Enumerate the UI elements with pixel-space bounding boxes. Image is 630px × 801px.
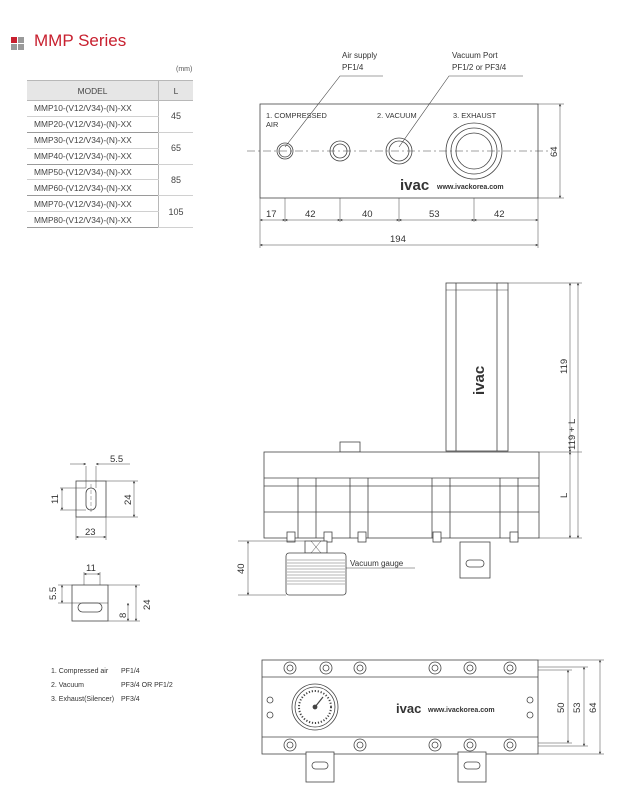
dim-5-5: 5.5: [110, 454, 123, 465]
length-cell: 65: [158, 132, 193, 165]
port-notes: 1. Compressed air PF1/4 2. Vacuum PF3/4 OR…: [51, 665, 173, 707]
mount-bracket: [457, 751, 487, 783]
length-cell: 45: [158, 100, 193, 133]
brand-logo: ivac: [400, 177, 429, 194]
page-title: MMP Series: [34, 31, 127, 50]
top-body: [261, 659, 539, 755]
table-row: MMP50-(V12/V34)-(N)-XX 85: [27, 164, 193, 197]
dim-5-5-side: 5.5: [48, 587, 59, 600]
length-cell: 105: [158, 195, 193, 229]
dim-l: L: [559, 493, 570, 498]
note-value: PF1/4: [121, 668, 140, 675]
top-brand-logo: ivac: [396, 701, 421, 716]
bullet-square-red: [11, 37, 17, 43]
model-cell: MMP80-(V12/V34)-(N)-XX: [27, 211, 159, 229]
dim-8: 8: [118, 613, 129, 618]
dim-53: 53: [429, 209, 440, 220]
port-label-compressed: 1. COMPRESSED: [266, 111, 327, 120]
model-cell: MMP20-(V12/V34)-(N)-XX: [27, 116, 159, 133]
model-cell: MMP60-(V12/V34)-(N)-XX: [27, 179, 159, 197]
model-cell: MMP50-(V12/V34)-(N)-XX: [27, 164, 159, 181]
table-row: MMP70-(V12/V34)-(N)-XX 105: [27, 195, 193, 229]
dim-119-plus-l: 119 + L: [567, 419, 578, 450]
bottom-bolt-row: [283, 738, 517, 752]
dim-119: 119: [559, 359, 570, 374]
bullet-square-grey: [11, 44, 17, 50]
dim-24-side: 24: [142, 599, 153, 610]
vacuum-port: [385, 137, 413, 165]
vacuum-port-callout: Vacuum Port: [452, 51, 498, 60]
column-header-model: MODEL: [27, 80, 159, 101]
dim-194: 194: [390, 234, 406, 245]
air-supply-callout: Air supply: [342, 51, 377, 60]
note-key: 3. Exhaust(Silencer): [51, 696, 115, 703]
table-header-row: MODEL L: [27, 80, 193, 101]
note-row: 1. Compressed air PF1/4: [51, 665, 173, 679]
dim-64-front: 64: [549, 146, 560, 157]
series-bullet-icon: [11, 37, 25, 51]
vacuum-gauge-label: Vacuum gauge: [350, 559, 404, 568]
top-view: [261, 659, 604, 783]
port-label-exhaust: 3. EXHAUST: [453, 111, 497, 120]
table-row: MMP40-(V12/V34)-(N)-XX: [27, 148, 193, 165]
sensor-port: [329, 140, 351, 162]
top-bolt-row: [283, 661, 517, 675]
model-cell: MMP30-(V12/V34)-(N)-XX: [27, 132, 159, 149]
length-cell: 85: [158, 164, 193, 197]
dim-23: 23: [85, 527, 96, 538]
vacuum-port-thread: PF1/2 or PF3/4: [452, 63, 507, 72]
dim-11: 11: [50, 494, 61, 504]
dim-42b: 42: [494, 209, 505, 220]
note-value: PF3/4 OR PF1/2: [121, 682, 173, 689]
top-brand-website: www.ivackorea.com: [427, 707, 495, 714]
table-row: MMP10-(V12/V34)-(N)-XX 45: [27, 100, 193, 133]
dim-17: 17: [266, 209, 277, 220]
side-view: [238, 282, 582, 596]
table-row: MMP20-(V12/V34)-(N)-XX: [27, 116, 193, 133]
note-key: 2. Vacuum: [51, 682, 84, 689]
note-row: 2. Vacuum PF3/4 OR PF1/2: [51, 679, 173, 693]
air-port: [276, 142, 294, 160]
side-brand-logo: ivac: [471, 366, 488, 395]
port-label-vacuum: 2. VACUUM: [377, 111, 417, 120]
table-row: MMP60-(V12/V34)-(N)-XX: [27, 179, 193, 197]
manifold-block: [263, 451, 540, 539]
note-value: PF3/4: [121, 696, 140, 703]
exhaust-port: [445, 122, 503, 180]
table-row: MMP30-(V12/V34)-(N)-XX 65: [27, 132, 193, 165]
air-supply-thread: PF1/4: [342, 63, 364, 72]
bullet-square-grey: [18, 44, 24, 50]
dim-50: 50: [556, 702, 567, 713]
note-row: 3. Exhaust(Silencer) PF3/4: [51, 693, 173, 707]
model-cell: MMP40-(V12/V34)-(N)-XX: [27, 148, 159, 165]
front-view: [247, 75, 564, 248]
note-key: 1. Compressed air: [51, 668, 109, 675]
dim-24: 24: [123, 494, 134, 505]
column-header-l: L: [158, 80, 193, 101]
dim-40: 40: [362, 209, 373, 220]
vacuum-callout-leader: [398, 75, 523, 148]
vacuum-gauge: [285, 552, 347, 596]
bullet-square-grey: [18, 37, 24, 43]
mount-bracket: [305, 751, 335, 783]
dim-53-top: 53: [572, 702, 583, 713]
unit-label: (mm): [176, 66, 193, 73]
table-row: MMP80-(V12/V34)-(N)-XX: [27, 211, 193, 229]
gauge-dial: [291, 683, 339, 731]
dim-42a: 42: [305, 209, 316, 220]
dim-40-gauge: 40: [236, 563, 247, 574]
dim-11-side: 11: [86, 563, 96, 574]
bracket-front-view: [60, 462, 138, 540]
bracket-side-view: [58, 572, 140, 622]
port-label-air: AIR: [266, 120, 278, 129]
dim-64-top: 64: [588, 702, 599, 713]
air-callout-leader: [284, 75, 383, 148]
model-cell: MMP10-(V12/V34)-(N)-XX: [27, 100, 159, 117]
model-cell: MMP70-(V12/V34)-(N)-XX: [27, 195, 159, 213]
model-table: MODEL L MMP10-(V12/V34)-(N)-XX 45 MMP20-…: [27, 80, 193, 229]
brand-website: www.ivackorea.com: [436, 184, 504, 191]
